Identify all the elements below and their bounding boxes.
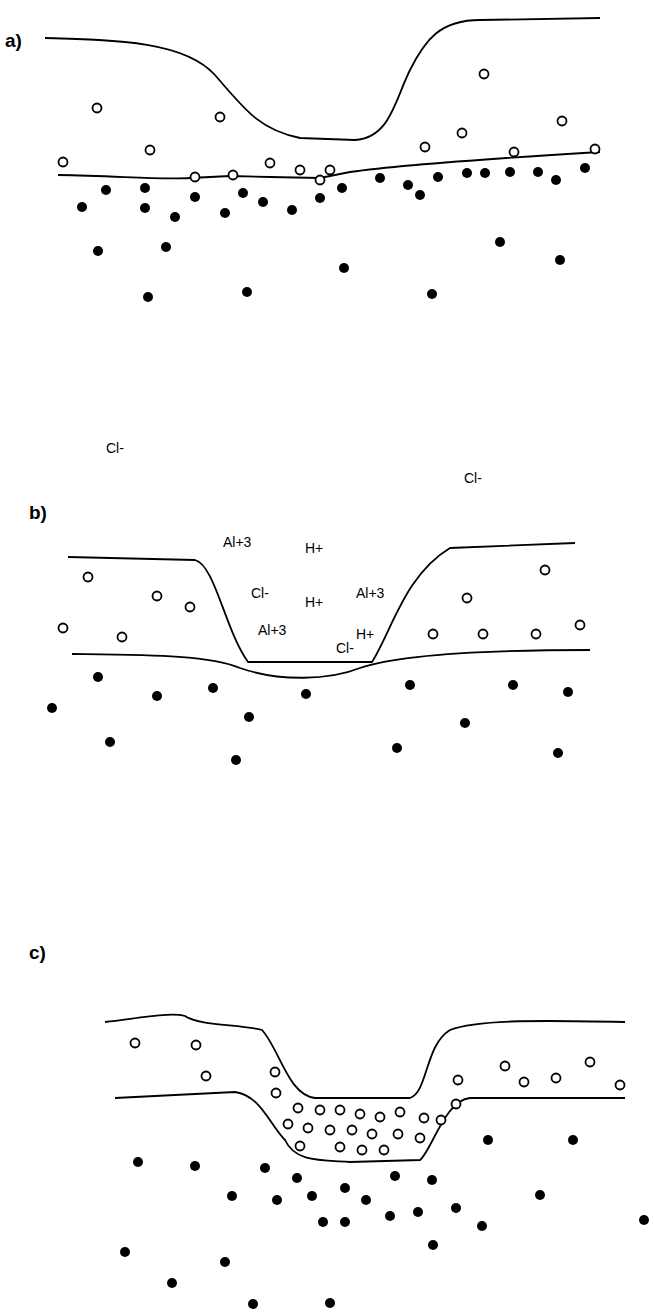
- panel-letter: a): [4, 30, 23, 52]
- ion-label: Al+3: [222, 534, 252, 550]
- ion-label: Cl-: [250, 585, 270, 601]
- ion-label: Cl-: [105, 440, 125, 456]
- ion-label: H+: [355, 626, 375, 642]
- panel-letter: c): [28, 942, 47, 964]
- ion-label: H+: [304, 540, 324, 556]
- ion-label: Al+3: [257, 622, 287, 638]
- open-circles: [59, 70, 625, 1155]
- ion-label: Al+3: [355, 585, 385, 601]
- filled-dots: [47, 163, 649, 1309]
- panel-letter: b): [28, 502, 48, 524]
- ion-label: H+: [304, 594, 324, 610]
- ion-label: Cl-: [463, 470, 483, 486]
- surface-lines: [45, 18, 625, 1162]
- ion-label: Cl-: [335, 640, 355, 656]
